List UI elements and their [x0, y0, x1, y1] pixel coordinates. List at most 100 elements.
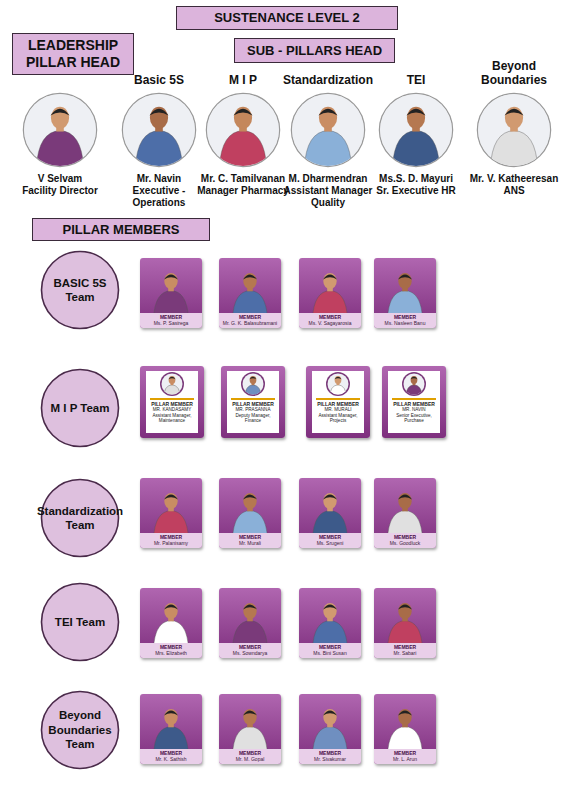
member-name: MR. KANDASAMY — [147, 407, 197, 413]
member-photo — [312, 371, 364, 397]
figure-hair — [398, 495, 412, 500]
member-name: Mr. Murali — [220, 540, 280, 546]
photo — [388, 371, 440, 397]
member-badge: MEMBER — [300, 534, 360, 540]
member-name: Ms. P. Sasirega — [141, 320, 201, 326]
circle-outline — [121, 92, 197, 168]
person-role: ANS — [460, 185, 564, 197]
title-band: SUSTENANCE LEVEL 2 — [176, 6, 398, 30]
figure-hair — [398, 275, 412, 280]
member-text: MEMBERMs. Bini Susan — [299, 643, 361, 658]
member-name: Ms. Sowndarya — [220, 650, 280, 656]
team-name: Standardization Team — [37, 504, 123, 533]
figure-body — [313, 727, 348, 749]
pillar-name: Beyond Boundaries — [464, 60, 564, 88]
member-photo — [140, 258, 202, 313]
member-role: Assistant Manager, Projects — [313, 413, 363, 424]
member-text: MEMBERMr. G. K. Balasubramani — [219, 313, 281, 328]
figure-hair — [169, 377, 176, 379]
photo-bg — [378, 92, 454, 168]
member-name: MR. NAVIN — [389, 407, 439, 413]
card-inner: PILLAR MEMBERMR. NAVINSenior Executive, … — [388, 371, 440, 433]
pillar-member-card: PILLAR MEMBERMR. KANDASAMYAssistant Mana… — [140, 366, 204, 438]
figure-hair — [243, 605, 257, 610]
pillar-heading-box: SUB - PILLARS HEAD — [234, 38, 395, 63]
figure-hair — [323, 605, 337, 610]
figure-body — [388, 727, 423, 749]
photo — [378, 92, 454, 168]
person-name: M. Dharmendran — [274, 173, 382, 185]
heading-text: SUB - PILLARS HEAD — [247, 43, 382, 59]
member-name: Ms. Bini Susan — [300, 650, 360, 656]
figure-head — [398, 603, 411, 619]
team-circle-shape — [42, 480, 119, 557]
accent-stripe — [316, 398, 360, 400]
figure-body — [36, 131, 84, 168]
member-role: Assistant Manager, Maintenance — [147, 413, 197, 424]
figure-hair — [243, 711, 257, 716]
member-card: MEMBERMr. Murali — [219, 478, 281, 548]
figure-body — [154, 511, 189, 533]
circle-outline — [378, 92, 454, 168]
person-name: Mr. Navin — [105, 173, 213, 185]
figure-body — [329, 385, 347, 397]
circle-outline — [205, 92, 281, 168]
pillar-heading-box: PILLAR MEMBERS — [32, 218, 210, 241]
person-circle: V SelvamFacility Director — [22, 92, 98, 168]
figure-hair — [505, 109, 524, 116]
figure-head — [243, 493, 256, 509]
figure-body — [135, 131, 183, 168]
member-name: Ms. Goodluck — [375, 540, 435, 546]
member-card: MEMBERMr. L. Arun — [374, 694, 436, 764]
figure-hair — [243, 495, 257, 500]
figure-body — [313, 511, 348, 533]
team-circle-shape — [42, 252, 119, 329]
figure-hair — [164, 275, 178, 280]
member-badge: MEMBER — [375, 750, 435, 756]
member-photo — [219, 588, 281, 643]
member-badge: PILLAR MEMBER — [228, 401, 278, 407]
team-label: TEI Team — [40, 582, 120, 662]
figure-head — [335, 376, 342, 384]
team-circle-shape — [42, 584, 119, 661]
heading-text: PILLAR MEMBERS — [63, 222, 180, 238]
figure-body — [388, 511, 423, 533]
heading-text: LEADERSHIP PILLAR HEAD — [13, 37, 133, 71]
figure-body — [405, 385, 423, 397]
person-caption: V SelvamFacility Director — [6, 173, 114, 197]
photo-svg — [312, 371, 364, 397]
figure-hair — [234, 109, 253, 116]
figure-head — [243, 603, 256, 619]
pillar-name: Standardization — [278, 74, 378, 88]
team-label: Beyond Boundaries Team — [40, 690, 120, 770]
photo — [227, 371, 279, 397]
member-badge: MEMBER — [300, 314, 360, 320]
photo-svg — [219, 694, 281, 749]
member-card: MEMBERMs. Sowndarya — [219, 588, 281, 658]
circle-outline — [290, 92, 366, 168]
circle-outline — [476, 92, 552, 168]
member-photo — [374, 588, 436, 643]
figure-body — [388, 621, 423, 643]
member-name: Mr. Palanisamy — [141, 540, 201, 546]
pillar-name: Basic 5S — [109, 74, 209, 88]
figure-head — [243, 709, 256, 725]
figure-body — [233, 291, 268, 313]
member-text: MEMBERMs. Sowndarya — [219, 643, 281, 658]
member-text: PILLAR MEMBERMR. NAVINSenior Executive, … — [388, 401, 440, 424]
member-name: Mr. K. Sathish — [141, 756, 201, 762]
photo-svg — [299, 588, 361, 643]
member-text: MEMBERMr. L. Arun — [374, 749, 436, 764]
person-name: Mr. C. Tamilvanan — [189, 173, 297, 185]
photo-svg — [299, 478, 361, 533]
member-badge: MEMBER — [220, 644, 280, 650]
person-role: Assistant Manager Quality — [274, 185, 382, 209]
member-badge: MEMBER — [141, 750, 201, 756]
photo-svg — [140, 478, 202, 533]
card-inner: PILLAR MEMBERMR. PRASANNADeputy Manager,… — [227, 371, 279, 433]
member-text: PILLAR MEMBERMR. MURALIAssistant Manager… — [312, 401, 364, 424]
figure-head — [234, 107, 252, 129]
member-badge: MEMBER — [375, 314, 435, 320]
figure-body — [154, 727, 189, 749]
person-role: Sr. Executive HR — [362, 185, 470, 197]
